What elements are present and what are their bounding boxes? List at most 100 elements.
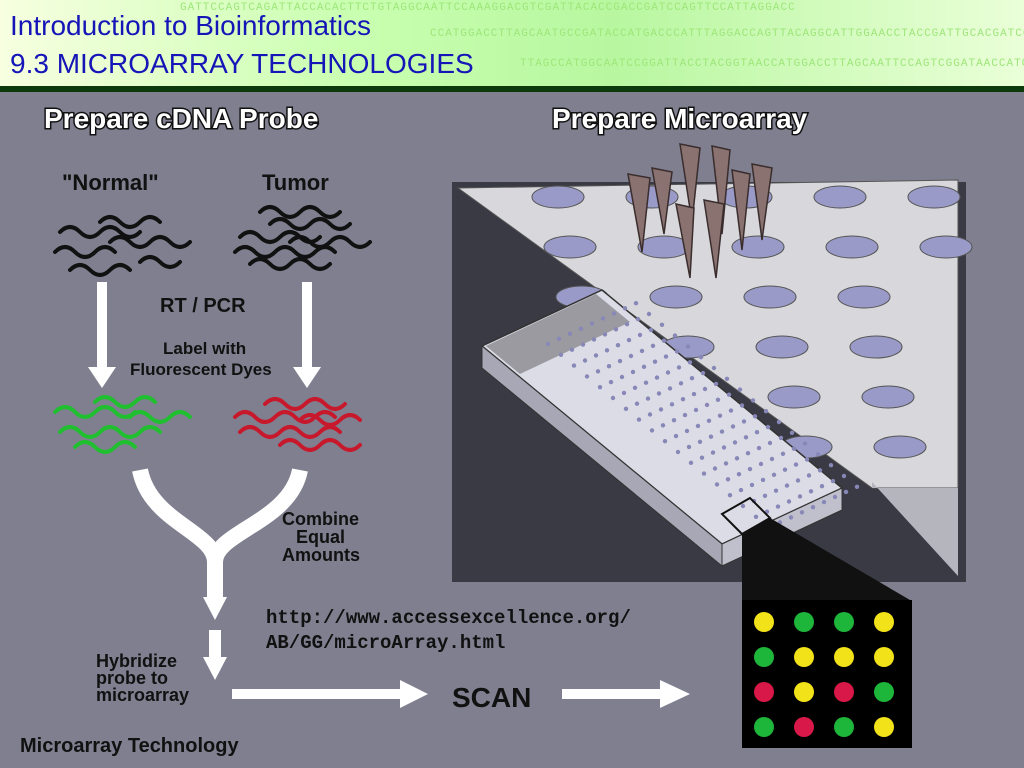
slide-spot <box>647 412 653 417</box>
slide-spot <box>736 472 742 477</box>
slide-spot <box>791 446 797 451</box>
slide-spot <box>795 478 801 483</box>
slide-spot <box>591 337 597 342</box>
slide-spot <box>656 391 662 396</box>
arrow-normal-down <box>88 282 116 388</box>
scan-spot-yellow <box>834 647 854 667</box>
scan-spot-green <box>834 717 854 737</box>
slide-spot <box>723 461 729 466</box>
slide-spot <box>617 358 623 364</box>
slide-spot <box>613 327 619 332</box>
slide-spot <box>743 435 749 440</box>
scan-spot-red <box>754 682 774 702</box>
slide-spot <box>675 449 681 455</box>
slide-spot <box>725 477 731 482</box>
slide-spot <box>797 494 803 499</box>
slide-spot <box>673 433 679 439</box>
scan-spot-yellow <box>794 682 814 702</box>
microarray-diagram: Prepare cDNA Probe Prepare Microarray "N… <box>20 102 973 757</box>
slide-spot <box>571 363 577 368</box>
heading-prepare-probe: Prepare cDNA Probe <box>44 103 318 134</box>
slide-spot <box>843 489 849 495</box>
slide-spot <box>754 430 760 435</box>
slide-title-line1: Introduction to Bioinformatics <box>10 10 372 41</box>
arrow-tumor-down <box>293 282 321 388</box>
slide-spot <box>680 397 686 402</box>
slide-spot <box>769 456 775 462</box>
slide-spot <box>658 407 664 412</box>
slide-spot <box>708 434 714 439</box>
slide-spot <box>649 428 655 433</box>
slide-spot <box>652 359 658 364</box>
scan-spot-green <box>834 612 854 632</box>
scan-spot-yellow <box>754 612 774 632</box>
slide-spot <box>608 379 614 385</box>
slide-spot <box>782 467 788 472</box>
tumor-labeled-probe <box>233 397 362 452</box>
slide-spot <box>654 375 660 380</box>
source-url-line1: http://www.accessexcellence.org/ <box>266 607 631 629</box>
slide-spot <box>665 370 671 375</box>
slide-title-line2: 9.3 MICROARRAY TECHNOLOGIES <box>10 48 474 79</box>
slide-spot <box>611 311 617 316</box>
label-tumor: Tumor <box>262 170 329 195</box>
slide-spot <box>604 348 610 353</box>
slide-spot <box>762 493 768 498</box>
slide-spot <box>765 424 771 430</box>
plate-well <box>837 285 891 309</box>
slide-spot <box>630 369 636 375</box>
slide-spot <box>682 412 688 418</box>
tumor-mrna-strands <box>233 205 372 271</box>
slide-spot <box>715 397 721 402</box>
normal-mrna-strands <box>53 215 192 277</box>
slide-spot <box>726 392 732 397</box>
slide-spot <box>624 322 630 327</box>
slide-spot <box>771 472 777 477</box>
slide-spot <box>828 463 834 468</box>
scan-spot-yellow <box>874 717 894 737</box>
slide-spot <box>626 337 632 343</box>
slide-spot <box>732 440 738 445</box>
slide-spot <box>819 484 825 489</box>
plate-well <box>849 335 903 359</box>
slide-spot <box>767 440 773 446</box>
background-sequence-3: TTAGCCATGGCAATCCGGATTACCTACGGTAACCATGGAC… <box>520 58 1024 70</box>
slide-spot <box>662 439 668 444</box>
slide-spot <box>602 332 608 337</box>
glass-slide <box>480 289 860 568</box>
label-dyes-line1: Label with <box>163 339 246 358</box>
zoom-callout <box>742 518 910 600</box>
combine-arrow <box>132 467 308 602</box>
slide-spot <box>776 419 782 425</box>
slide-spot <box>802 441 808 446</box>
slide-spot <box>747 466 753 472</box>
slide-spot <box>578 326 584 331</box>
slide-spot <box>810 505 816 510</box>
slide-spot <box>584 374 590 379</box>
slide-spot <box>669 402 675 407</box>
plate-well <box>531 185 585 209</box>
slide-spot <box>687 360 693 365</box>
slide-spot <box>712 466 718 471</box>
microwell-plate <box>452 179 973 582</box>
slide-spot <box>854 484 860 489</box>
slide-spot <box>685 344 691 349</box>
slide-spot <box>635 316 641 322</box>
slide-spot <box>676 365 682 370</box>
scan-spot-yellow <box>794 647 814 667</box>
slide-spot <box>780 451 786 456</box>
slide-spot <box>804 457 810 462</box>
slide-spot <box>697 439 703 444</box>
slide-spot <box>606 364 612 369</box>
slide-spot <box>806 473 812 478</box>
slide-spot <box>753 514 759 519</box>
label-combine-line1: Combine <box>282 509 359 529</box>
slide-spot <box>706 418 712 423</box>
slide-spot <box>693 407 699 413</box>
slide-spot <box>637 332 643 338</box>
slide-spot <box>750 398 756 403</box>
slide-spot <box>752 414 758 419</box>
slide-header: GATTCCAGTCAGATTACCACACTTCTGTAGGCAATTCCAA… <box>0 0 1024 86</box>
scan-spots <box>754 612 894 737</box>
slide-spot <box>704 402 710 408</box>
